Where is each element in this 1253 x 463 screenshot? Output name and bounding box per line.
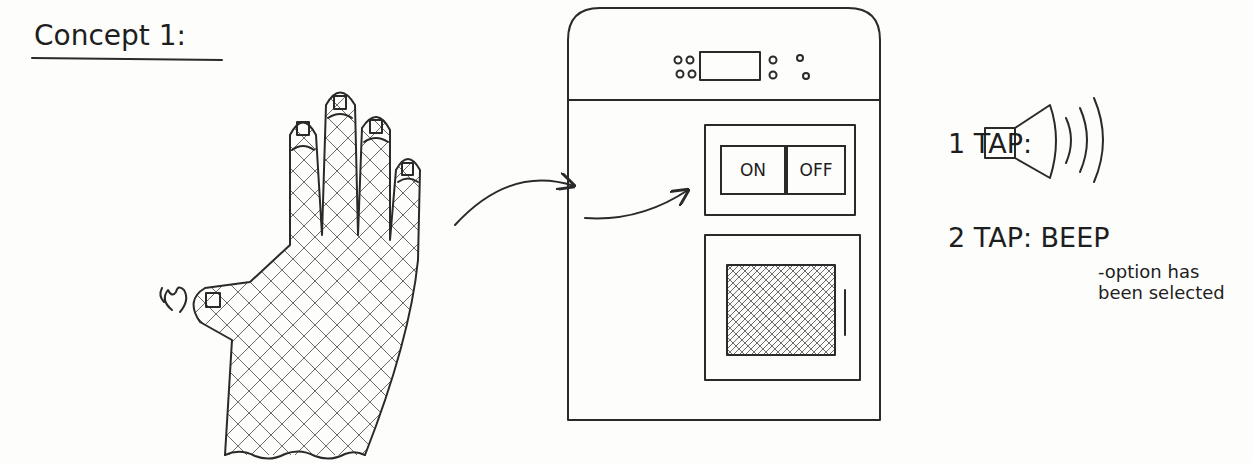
tap-mark [160,287,186,312]
flow-arrow [455,181,574,225]
button-panel [705,125,855,215]
glove-cuff [225,451,365,458]
title-underline [32,58,222,60]
flow-arrow [585,190,688,218]
door-handle [844,290,846,335]
annotation-note: -option has been selected [1098,262,1248,303]
microwave-body [568,8,880,420]
glove-illustration [0,80,912,460]
button-label: ON [740,160,766,180]
thumb-sensor [206,293,220,307]
button-label: OFF [800,160,833,180]
control-strip-line [568,99,880,101]
window-shading [727,265,835,355]
glove-outline [194,93,420,456]
fingertip-sensor [370,120,382,133]
glove-mesh [0,80,912,460]
microwave-illustration [568,8,955,420]
sound-waves [1066,98,1103,182]
control-dots [675,55,810,79]
fingernail-lines [292,114,418,182]
fingertip-sensor [297,122,309,135]
tap-label: 1 TAP: [948,128,1068,159]
button-box: OFF [786,145,846,195]
sketch-title: Concept 1: [34,20,186,52]
button-box: ON [720,145,786,195]
door-window [727,265,835,355]
oven-door [705,235,860,380]
fingertip-sensor [402,163,413,175]
fingertip-sensor [334,96,346,109]
display-window [700,52,760,80]
tap-label: 2 TAP: BEEP [948,222,1208,253]
